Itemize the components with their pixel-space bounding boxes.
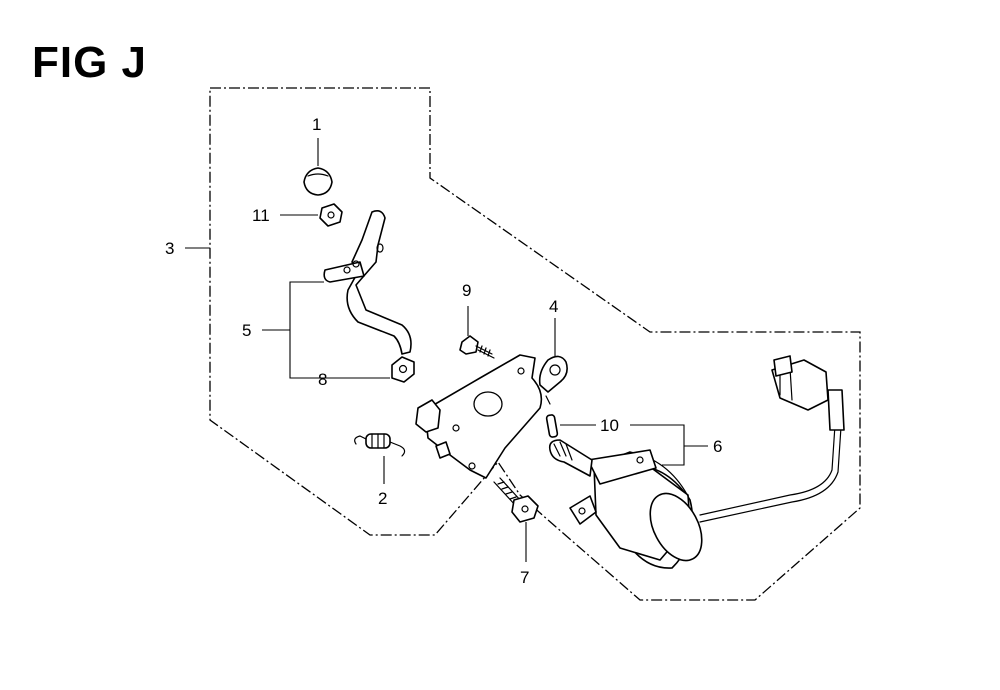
- callout-1: 1: [312, 115, 321, 134]
- part-9-screw[interactable]: [459, 335, 495, 359]
- part-6-solenoid[interactable]: [548, 355, 845, 569]
- callout-10: 10: [600, 416, 619, 435]
- part-3-bracket-plate[interactable]: [415, 354, 543, 479]
- part-5-lever-arm[interactable]: [323, 210, 412, 355]
- figure-title: FIG J: [32, 38, 148, 87]
- assembly-boundary: [209, 87, 861, 601]
- leader-lines: [185, 138, 708, 562]
- callout-6: 6: [713, 437, 722, 456]
- part-2-spring[interactable]: [354, 433, 406, 457]
- part-1-cap[interactable]: [303, 167, 333, 196]
- part-8-nut[interactable]: [391, 356, 415, 383]
- callout-8: 8: [318, 370, 327, 389]
- part-4-ring-terminal[interactable]: [538, 355, 568, 405]
- callout-9: 9: [462, 281, 471, 300]
- callout-4: 4: [549, 297, 558, 316]
- part-7-bolt[interactable]: [493, 477, 539, 523]
- callout-2: 2: [378, 489, 387, 508]
- callout-11: 11: [252, 206, 270, 225]
- part-10-pin[interactable]: [545, 414, 559, 438]
- callout-7: 7: [520, 568, 529, 587]
- callout-5: 5: [242, 321, 251, 340]
- part-11-nut[interactable]: [319, 203, 343, 227]
- callout-3: 3: [165, 239, 174, 258]
